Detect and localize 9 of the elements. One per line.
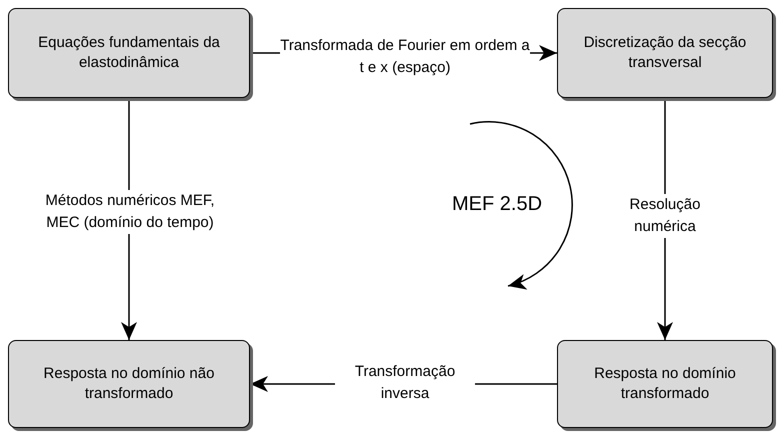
box-text: Discretização da secção transversal bbox=[582, 33, 748, 73]
process-box bbox=[8, 8, 250, 98]
process-box bbox=[557, 8, 773, 98]
method-label: MEF 2.5D bbox=[452, 192, 542, 216]
box-text: Resposta no domínio não transformado bbox=[42, 364, 216, 404]
process-box bbox=[557, 340, 773, 428]
process-box bbox=[8, 340, 250, 428]
box-text: Resposta no domínio transformado bbox=[593, 364, 737, 404]
box-text: Equações fundamentais da elastodinâmica bbox=[37, 33, 221, 73]
